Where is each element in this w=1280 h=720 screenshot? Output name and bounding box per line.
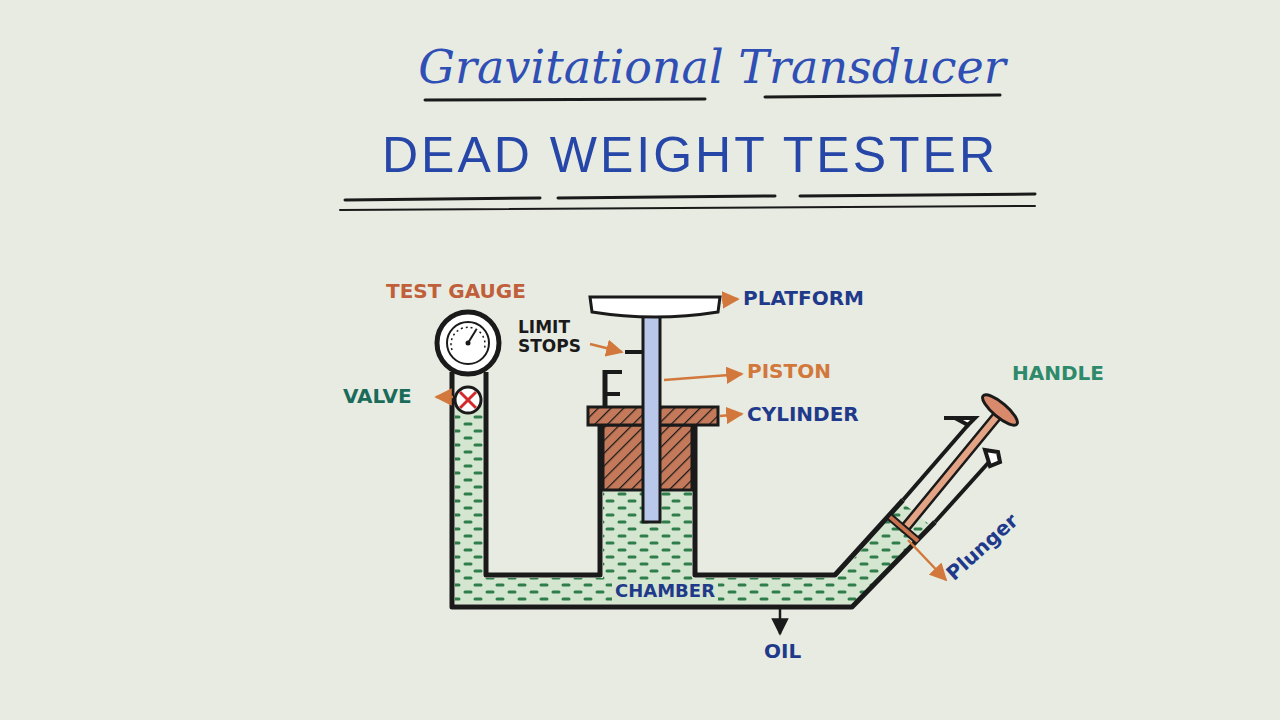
piston-and-platform: [643, 316, 660, 522]
part-label: VALVE: [343, 385, 412, 407]
part-label: HANDLE: [1012, 362, 1104, 384]
plunger-and-handle: [905, 410, 1002, 528]
piston-and-platform: [590, 297, 720, 317]
pipe-walls: [452, 372, 935, 607]
part-label: PLATFORM: [743, 287, 864, 309]
valve-symbol: [460, 392, 476, 408]
leader-arrows: [720, 414, 742, 416]
pipe-walls: [452, 372, 935, 607]
plunger-and-handle: [890, 517, 918, 541]
test-gauge: [447, 322, 489, 364]
test-gauge: [437, 312, 499, 374]
leader-arrows: [908, 540, 946, 580]
valve-symbol: [455, 387, 481, 413]
leader-arrows: [779, 609, 782, 634]
title-underlines: [340, 95, 1035, 210]
title-underlines: [765, 95, 1000, 97]
cylinder: [605, 370, 622, 374]
plunger-tube: [944, 418, 975, 425]
part-label: OIL: [764, 640, 801, 662]
plunger-tube: [985, 450, 1000, 466]
plunger-and-handle: [979, 390, 1022, 429]
leader-arrows: [722, 299, 738, 300]
title: Gravitational Transducer: [418, 42, 1005, 93]
test-gauge: [437, 312, 499, 374]
pipe-walls: [486, 372, 600, 575]
leader-arrows: [590, 344, 622, 352]
title-underlines: [345, 198, 540, 200]
leader-arrows: [664, 374, 742, 380]
part-label: CHAMBER: [612, 581, 718, 601]
part-label: PISTON: [747, 360, 831, 382]
title-underlines: [800, 194, 1035, 196]
title-underlines: [425, 99, 705, 100]
plunger-and-handle: [905, 410, 1002, 528]
cylinder: [603, 370, 608, 407]
plunger-and-handle: [890, 517, 918, 541]
valve-symbol: [455, 387, 481, 413]
test-gauge: [451, 327, 485, 350]
test-gauge: [466, 341, 471, 346]
part-label: LIMIT STOPS: [518, 318, 598, 355]
title-underlines: [558, 196, 775, 198]
title-underlines: [340, 206, 1035, 210]
part-label: TEST GAUGE: [386, 280, 526, 302]
valve-symbol: [460, 392, 476, 408]
piston-and-platform: [590, 297, 720, 522]
limit-stop: [625, 350, 642, 354]
part-label: CYLINDER: [747, 403, 859, 425]
part-label: Plunger: [942, 509, 1022, 584]
subtitle: DEAD WEIGHT TESTER: [382, 128, 998, 183]
leader-arrows: [436, 299, 946, 634]
pipe-walls: [695, 420, 903, 575]
cylinder: [605, 392, 620, 396]
leader-arrows: [436, 396, 453, 399]
